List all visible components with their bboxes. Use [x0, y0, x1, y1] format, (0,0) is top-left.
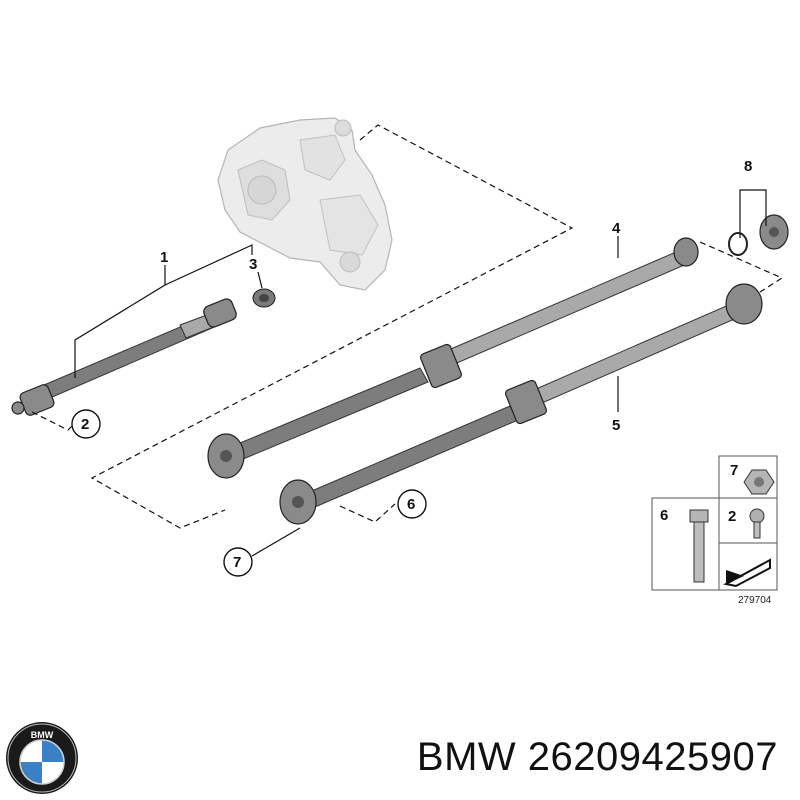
- callout-6-circle: 6: [397, 489, 427, 519]
- callout-7-circle: 7: [223, 547, 253, 577]
- diagram-reference: 279704: [738, 595, 772, 606]
- hex-nut-icon: [743, 469, 775, 495]
- leader-8: [739, 189, 767, 238]
- callout-7: 7: [233, 554, 241, 571]
- legend-item-6: 6: [660, 507, 668, 524]
- leader-6: [339, 503, 396, 523]
- leader-3: [257, 271, 263, 289]
- front-drive-shaft: [11, 298, 237, 416]
- callout-4: 4: [612, 220, 621, 237]
- hardware-legend: 7 6 2 279704: [651, 455, 778, 606]
- arrow-icon: [723, 558, 771, 588]
- callout-8: 8: [744, 158, 752, 175]
- callout-6: 6: [407, 496, 415, 513]
- legend-item-7: 7: [730, 462, 738, 479]
- callout-5: 5: [612, 417, 620, 434]
- leader-7: [251, 527, 301, 557]
- screw-icon: [749, 508, 765, 539]
- rear-drive-shaft-lower: [279, 283, 763, 525]
- bmw-logo: BMW: [6, 722, 78, 794]
- bolt-icon: [689, 509, 709, 583]
- leader-1b: [164, 244, 253, 286]
- callout-2: 2: [81, 416, 89, 433]
- seal-ring: [252, 288, 276, 308]
- rear-drive-shaft-upper: [207, 237, 699, 479]
- bmw-logo-text: BMW: [31, 730, 54, 740]
- callout-1: 1: [160, 249, 168, 266]
- callout-3: 3: [249, 256, 257, 273]
- dashed-guide-housing: [90, 124, 574, 529]
- callout-2-circle: 2: [71, 409, 101, 439]
- leader-2: [31, 411, 73, 431]
- legend-item-2: 2: [728, 508, 736, 525]
- flange-kit: [728, 214, 789, 256]
- part-number-caption: BMW 26209425907: [416, 735, 778, 779]
- transfer-case-housing: [217, 117, 393, 291]
- leader-1: [74, 265, 166, 378]
